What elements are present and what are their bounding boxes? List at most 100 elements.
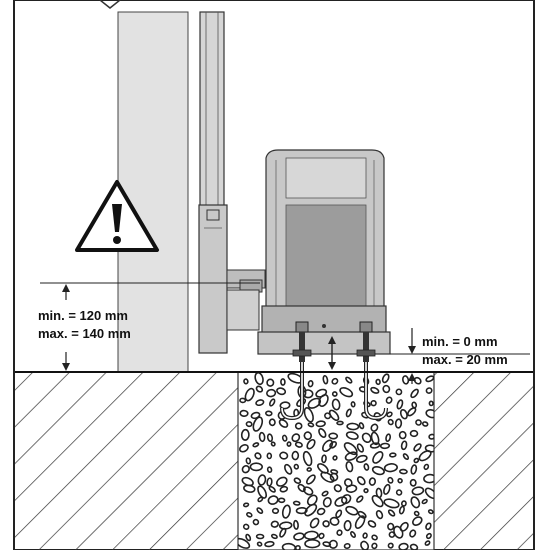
aggregate-stone [409,429,419,438]
aggregate-stone [356,443,365,453]
aggregate-stone [331,377,339,385]
clearance-arrow [328,336,336,370]
aggregate-stone [363,463,370,471]
aggregate-stone [303,486,314,496]
aggregate-stone [266,452,273,460]
aggregate-stone [280,378,286,386]
aggregate-stone [309,517,320,529]
right-max-label: max. = 20 mm [422,352,508,367]
aggregate-stone [356,495,364,503]
aggregate-stone [257,485,268,499]
aggregate-stone [371,542,378,550]
aggregate-stone [336,420,344,426]
aggregate-stone [407,407,417,417]
aggregate-stone [398,430,407,440]
aggregate-stone [329,472,339,482]
aggregate-stone [284,463,293,475]
aggregate-stone [252,416,264,432]
aggregate-stone [255,533,265,540]
right-min-label: min. = 0 mm [422,334,498,349]
aggregate-stone [276,387,287,396]
aggregate-stone [383,463,398,473]
aggregate-stone [275,476,288,487]
aggregate-stone [277,497,286,504]
aggregate-stone [354,515,366,529]
aggregate-stone [292,500,301,506]
aggregate-stone [294,422,303,430]
aggregate-stone [258,431,266,443]
aggregate-stone [398,505,405,515]
aggregate-stone [383,498,400,509]
aggregate-stone [255,399,265,407]
aggregate-stone [328,432,339,440]
aggregate-stone [243,378,249,385]
left-dimension [40,282,260,371]
aggregate-stone [381,373,390,384]
aggregate-stone [335,509,343,519]
aggregate-stone [268,418,276,427]
aggregate-stone [331,398,341,411]
aggregate-stone [333,484,342,493]
aggregate-stone [256,541,263,547]
warning-triangle-icon [75,180,159,252]
aggregate-stone [306,467,312,472]
aggregate-stone [286,441,292,447]
aggregate-stone [294,441,303,448]
aggregate-stone [328,409,340,422]
aggregate-stone [268,485,276,493]
aggregate-stone [241,476,254,487]
aggregate-stone [356,476,366,486]
aggregate-stone [425,387,433,394]
aggregate-stone [264,540,275,548]
aggregate-stone [279,485,289,493]
aggregate-stone [317,463,329,474]
aggregate-stone [270,441,276,447]
aggregate-stone [345,408,352,418]
aggregate-stone [278,419,289,428]
aggregate-stone [412,516,423,526]
aggregate-stone [423,473,434,484]
aggregate-stone [257,496,264,503]
aggregate-stone [304,503,318,517]
aggregate-stone [345,431,359,440]
aggregate-stone [267,495,279,505]
aggregate-stone [249,462,263,472]
aggregate-stone [256,507,264,514]
aggregate-stone [245,421,253,428]
aggregate-stone [375,509,384,520]
aggregate-stone [279,401,291,410]
aggregate-stone [266,466,273,473]
motor-housing [257,149,391,355]
aggregate-stone [370,400,377,407]
aggregate-stone [355,454,368,463]
aggregate-stone [372,451,384,464]
aggregate-stone [271,507,280,515]
aggregate-stone [402,375,410,385]
aggregate-stone [385,433,392,443]
aggregate-stone [279,451,289,460]
left-max-label: max. = 140 mm [38,326,131,341]
aggregate-stone [279,527,287,538]
aggregate-stone [428,400,434,407]
aggregate-stone [410,496,421,509]
aggregate-stone [322,520,330,528]
top-fragment [99,0,121,9]
aggregate-stone [265,410,273,417]
aggregate-stone [421,498,428,505]
aggregate-stone [293,519,299,530]
aggregate-stone [254,452,262,460]
aggregate-stone [410,388,419,399]
aggregate-stone [394,418,403,429]
aggregate-stone [423,463,430,471]
aggregate-stone [242,523,250,530]
aggregate-stone [238,444,249,453]
aggregate-stone [341,494,352,505]
aggregate-stone [388,531,396,538]
aggregate-stone [334,496,348,507]
aggregate-stone [370,431,380,446]
aggregate-stone [387,509,396,517]
aggregate-stone [307,380,314,388]
aggregate-stone [270,520,279,528]
aggregate-stone [293,463,300,470]
aggregate-stone [397,477,403,484]
